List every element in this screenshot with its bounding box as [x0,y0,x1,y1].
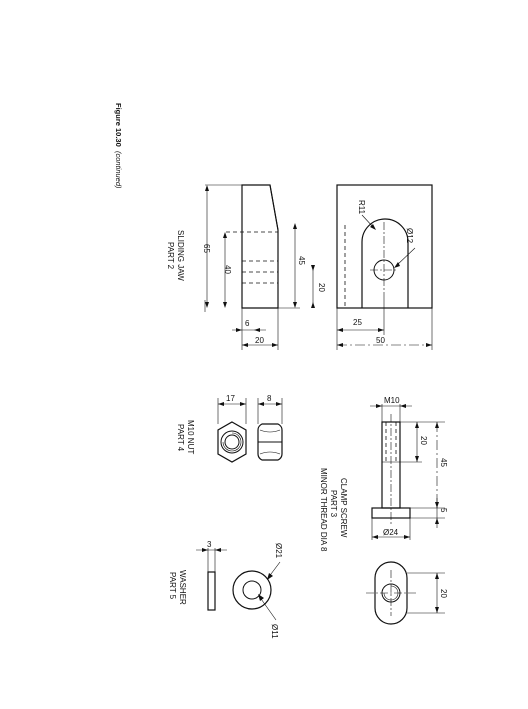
dim-25: 25 [353,318,362,327]
clamp-screw-view: M10 20 45 5 Ø24 CLAMP SCREW [319,396,448,625]
nut-side-curve [259,429,281,433]
arrowhead [258,402,264,406]
dim-45: 45 [297,256,306,265]
jaw-plan-view: R11 Ø12 25 50 [336,184,433,350]
arrowhead [240,402,246,406]
nut-side-curve [259,451,281,455]
arrowhead [242,343,248,347]
arrowhead [202,548,208,552]
arrowhead [370,224,376,230]
arrowhead [435,518,439,524]
nut-chamfer-circle [220,430,244,454]
slot-outline [361,218,409,308]
arrowhead [258,594,264,601]
sliding-jaw-view: 65 40 45 20 6 20 SLIDING JAW PART 2 [166,184,326,350]
dim-washer-outer: Ø21 [274,543,283,559]
screw-part: PART 3 [329,490,338,518]
arrowhead [394,262,400,268]
arrowhead [337,328,343,332]
arrowhead [435,607,439,613]
figure-number: Figure 10.30 [114,103,123,147]
nut-thread [222,432,242,452]
arrowhead [415,456,419,462]
arrowhead [404,535,410,539]
nut-part: PART 4 [176,424,185,452]
screw-end-thread [383,585,399,601]
dim-washer-3: 3 [207,540,212,549]
washer-outer [232,570,272,610]
screw-note: MINOR THREAD DIA 8 [319,468,328,552]
dim-head-5: 5 [439,508,448,513]
washer-title: WASHER [178,570,187,605]
washer-side [207,571,216,611]
dim-8: 8 [267,394,272,403]
dim-20-width: 20 [255,336,264,345]
arrowhead [293,223,297,229]
screw-title: CLAMP SCREW [339,478,348,538]
figure-caption-text: (continued) [114,151,123,189]
dim-r11: R11 [357,200,366,215]
screw-end-outline [374,561,408,625]
washer-part: PART 5 [168,572,177,600]
arrowhead [272,343,278,347]
dim-40: 40 [223,265,232,274]
nut-side [257,423,283,461]
dim-end-20: 20 [439,589,448,598]
arrowhead [267,573,273,580]
arrowhead [337,343,343,347]
nut-bore [224,434,240,450]
arrowhead [215,548,221,552]
dim-17: 17 [226,394,235,403]
arrowhead [205,185,209,191]
arrowhead [372,535,378,539]
dim-20-slot: 20 [317,283,326,292]
dim-6: 6 [245,319,250,328]
nut-title: M10 NUT [186,420,195,454]
arrowhead [311,265,315,271]
arrowhead [400,404,406,408]
arrowhead [415,422,419,428]
arrowhead [254,328,260,332]
dim-hole: Ø12 [405,228,414,244]
arrowhead [236,328,242,332]
sliding-jaw-part: PART 2 [166,242,175,270]
inner-leader [258,595,277,621]
arrowhead [378,328,384,332]
sliding-jaw-chamfer [269,184,279,231]
dim-50: 50 [376,336,385,345]
dim-m10: M10 [384,396,400,405]
dim-65: 65 [202,244,211,253]
arrowhead [205,302,209,308]
sliding-jaw-outline [241,184,279,309]
arrowhead [311,302,315,308]
arrowhead [218,402,224,406]
washer-inner [242,580,262,600]
dim-head-dia: Ø24 [383,528,399,537]
dim-screw-45: 45 [439,458,448,467]
washer-view: 3 Ø21 Ø11 WASHER PART 5 [168,540,283,639]
arrowhead [293,302,297,308]
dim-thread-20: 20 [419,436,428,445]
arrowhead [435,422,439,428]
arrowhead [223,232,227,238]
hole-leader [395,247,416,267]
nut-view: 17 8 M10 NUT PART 4 [176,394,283,463]
arrowhead [376,404,382,408]
sliding-jaw-title: SLIDING JAW [176,230,185,281]
dim-washer-inner: Ø11 [270,624,279,639]
nut-hexagon [217,421,247,463]
arrowhead [426,343,432,347]
figure-caption: Figure 10.30 (continued) [114,103,123,189]
arrowhead [435,573,439,579]
arrowhead [223,302,227,308]
plan-outline [336,184,433,309]
arrowhead [276,402,282,406]
